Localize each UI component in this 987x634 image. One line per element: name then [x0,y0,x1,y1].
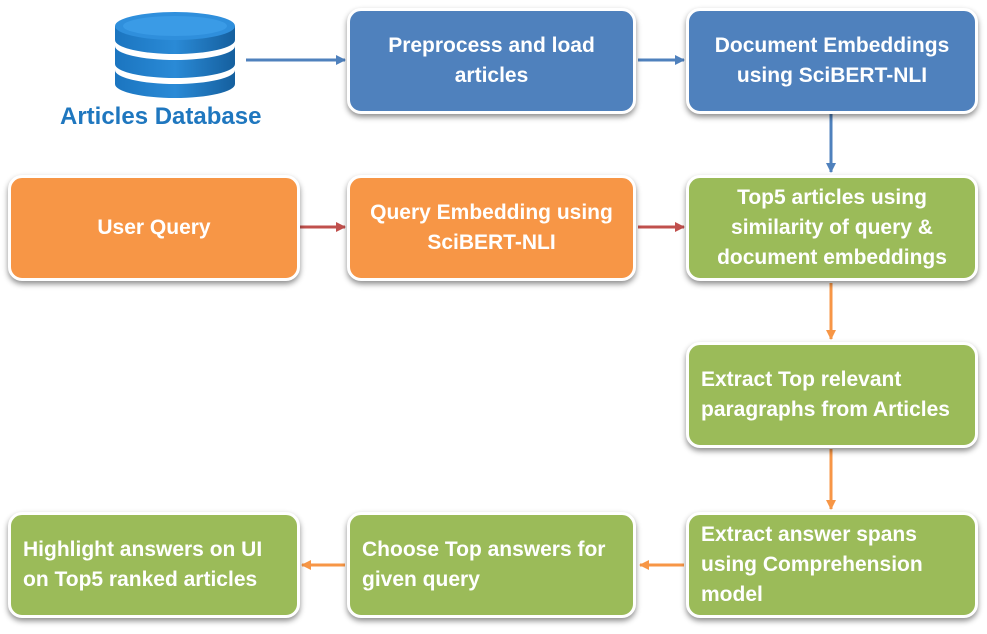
preprocess-box: Preprocess and load articles [347,8,636,114]
doc-embeddings-label: Document Embeddings using SciBERT-NLI [714,34,950,87]
user-query-label: User Query [97,216,211,239]
highlight-box: Highlight answers on UI on Top5 ranked a… [8,512,300,618]
query-embedding-label: Query Embedding using SciBERT-NLI [370,201,613,254]
top5-box: Top5 articles using similarity of query … [686,175,978,281]
extract-paragraphs-box: Extract Top relevant paragraphs from Art… [686,342,978,448]
highlight-label: Highlight answers on UI on Top5 ranked a… [23,538,263,591]
choose-answers-box: Choose Top answers for given query [347,512,636,618]
articles-database-label: Articles Database [60,103,262,130]
top5-label: Top5 articles using similarity of query … [717,186,947,269]
database-icon [115,12,235,98]
extract-paragraphs-label: Extract Top relevant paragraphs from Art… [701,368,950,421]
user-query-box: User Query [8,175,300,281]
extract-spans-box: Extract answer spans using Comprehension… [686,512,978,618]
choose-answers-label: Choose Top answers for given query [362,538,606,591]
extract-spans-label: Extract answer spans using Comprehension… [701,523,923,606]
doc-embeddings-box: Document Embeddings using SciBERT-NLI [686,8,978,114]
query-embedding-box: Query Embedding using SciBERT-NLI [347,175,636,281]
preprocess-label: Preprocess and load articles [388,34,595,87]
